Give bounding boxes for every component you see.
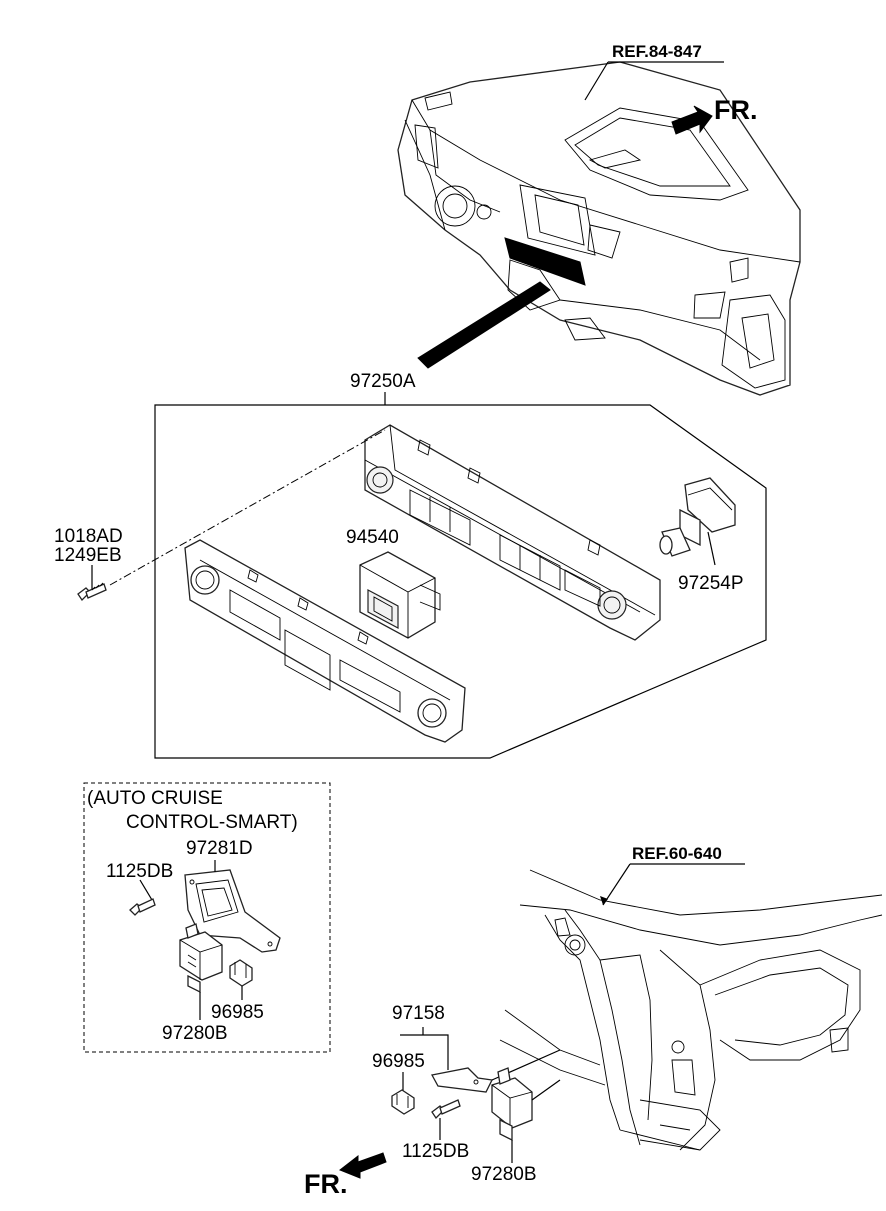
bottom-screw-1125DB — [431, 1099, 461, 1140]
part-label-1125DB-a: 1125DB — [106, 861, 174, 882]
part-label-1125DB-b: 1125DB — [402, 1141, 470, 1162]
part-label-97281D: 97281D — [186, 838, 253, 859]
part-label-96985-a: 96985 — [211, 1002, 264, 1023]
sensor-97254P — [659, 477, 736, 566]
bezel-panel — [184, 539, 466, 743]
fr-direction-label-top: FR. — [714, 95, 758, 125]
fr-arrow-bottom-icon — [339, 1152, 387, 1179]
part-label-94540: 94540 — [346, 527, 399, 548]
part-label-97250A: 97250A — [350, 371, 416, 392]
front-end-module — [499, 863, 883, 1151]
part-label-1018AD: 1018AD — [54, 526, 123, 547]
assembly-frame-97250A — [154, 392, 767, 759]
auto-cruise-option-box — [83, 782, 331, 1053]
heater-control-unit — [364, 424, 661, 641]
part-label-97254P: 97254P — [678, 573, 744, 594]
bottom-clip-96985 — [391, 1072, 415, 1115]
dashboard-illustration — [397, 61, 801, 396]
part-label-1249EB: 1249EB — [54, 545, 122, 566]
screw-1018AD — [77, 429, 386, 602]
part-label-97280B-b: 97280B — [471, 1164, 537, 1185]
auto-cruise-note-line1: (AUTO CRUISE — [87, 788, 223, 809]
fr-direction-label-bottom: FR. — [304, 1169, 348, 1199]
part-label-97280B-a: 97280B — [162, 1023, 228, 1044]
bottom-unit-97280B — [491, 1067, 561, 1163]
part-label-96985-b: 96985 — [372, 1051, 425, 1072]
ref-60-640-label: REF.60-640 — [632, 844, 722, 863]
switch-94540 — [359, 551, 441, 639]
auto-cruise-note-line2: CONTROL-SMART) — [126, 812, 298, 833]
part-label-97158: 97158 — [392, 1003, 445, 1024]
ref-84-847-label: REF.84-847 — [612, 42, 702, 61]
